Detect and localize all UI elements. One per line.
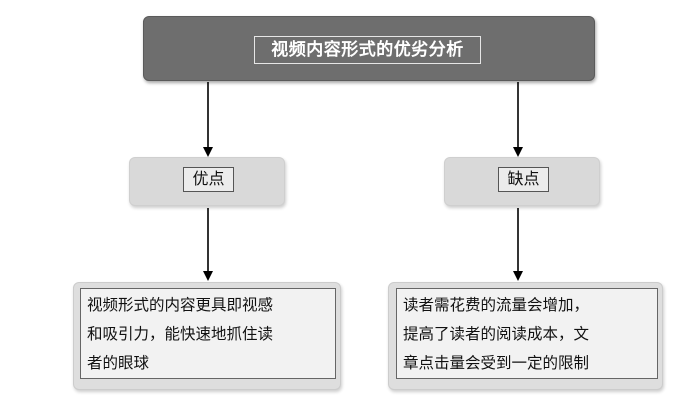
- pros-detail-text: 视频形式的内容更具即视感 和吸引力，能快速地抓住读 者的眼球: [80, 288, 336, 379]
- cons-node: [444, 157, 600, 206]
- pros-label: 优点: [183, 167, 234, 192]
- cons-detail-text: 读者需花费的流量会增加， 提高了读者的阅读成本，文 章点击量会受到一定的限制: [396, 288, 658, 379]
- cons-label: 缺点: [498, 167, 549, 192]
- title-node: [143, 16, 595, 81]
- title-label: 视频内容形式的优劣分析: [254, 36, 481, 64]
